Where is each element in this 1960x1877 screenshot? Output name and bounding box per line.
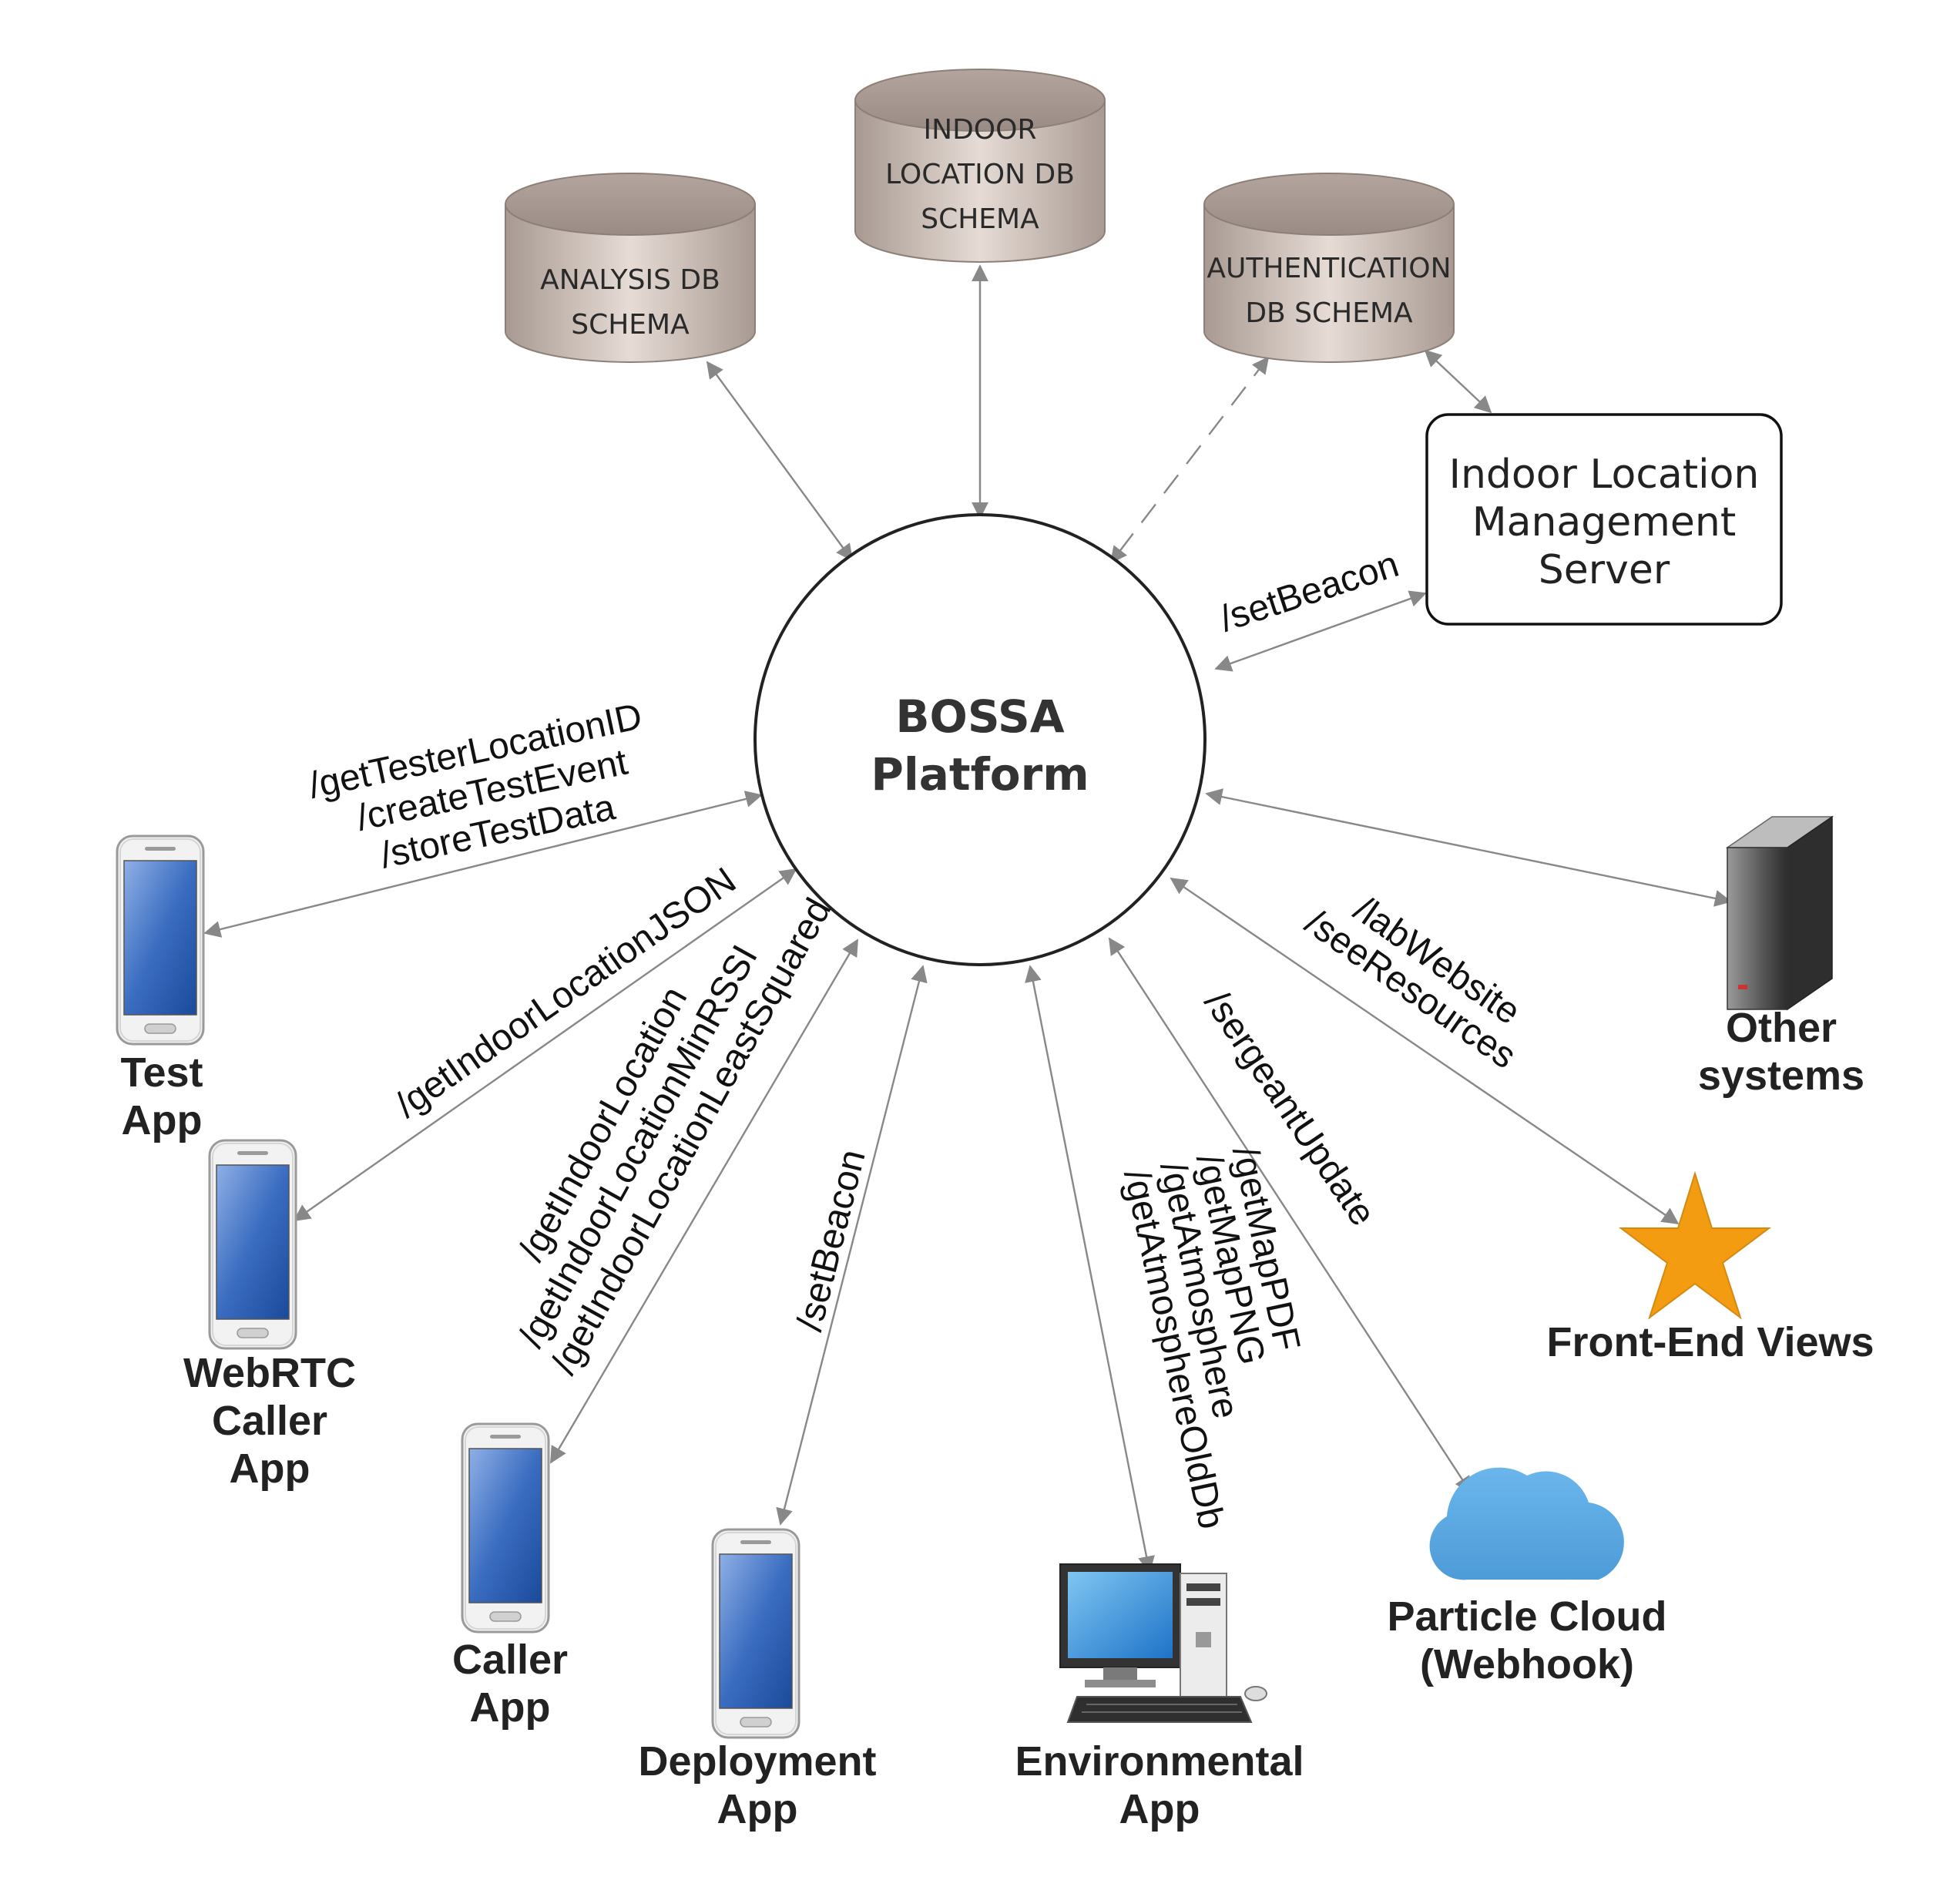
edge-label-deployment-app: /setBeacon xyxy=(789,1146,874,1335)
edge-analysis-db xyxy=(706,361,854,562)
db-label-line: LOCATION DB xyxy=(885,159,1075,190)
particle-cloud-icon xyxy=(1429,1467,1624,1580)
db-label-line: AUTHENTICATION xyxy=(1207,253,1451,284)
analysis-db: ANALYSIS DB SCHEMA xyxy=(505,173,756,363)
edge-authentication-db xyxy=(1109,356,1270,564)
node-label-webrtc-app: Caller xyxy=(212,1398,327,1444)
bossa-platform: BOSSA Platform xyxy=(753,513,1207,966)
node-label-front-end: Front-End Views xyxy=(1546,1319,1874,1365)
node-label-deployment-app: Deployment xyxy=(638,1738,876,1785)
edge-other-systems xyxy=(1205,788,1732,907)
node-label-test-app: Test xyxy=(120,1049,203,1096)
deployment-app-phone-icon xyxy=(711,1528,800,1739)
node-label-particle-cloud: Particle Cloud xyxy=(1387,1593,1666,1640)
platform-title-line: BOSSA xyxy=(895,690,1064,743)
db-label-line: SCHEMA xyxy=(921,203,1039,235)
test-app-phone-icon xyxy=(116,834,205,1046)
webrtc-app-phone-icon xyxy=(208,1139,297,1350)
indoor-location-db: INDOOR LOCATION DB SCHEMA xyxy=(854,69,1106,263)
server-label-line: Server xyxy=(1539,547,1670,593)
other-systems-server-icon xyxy=(1725,815,1834,1011)
edges xyxy=(203,264,1732,1573)
edge-front-end xyxy=(1170,877,1680,1225)
node-label-other-systems: Other xyxy=(1726,1005,1837,1051)
db-label-line: SCHEMA xyxy=(571,309,690,341)
desktop-computer-icon xyxy=(1059,1563,1267,1723)
server-label-line: Management xyxy=(1472,499,1737,546)
node-label-deployment-app: App xyxy=(717,1786,798,1832)
node-label-caller-app: Caller xyxy=(452,1637,568,1683)
edge-deployment-app xyxy=(776,965,928,1526)
platform-title-line: Platform xyxy=(871,748,1089,801)
caller-app-phone-icon xyxy=(461,1422,550,1634)
db-label-line: ANALYSIS DB xyxy=(540,264,720,296)
edge-server xyxy=(1214,590,1427,672)
edge-auth-to-server xyxy=(1424,349,1492,414)
front-end-views-star-icon xyxy=(1619,1170,1771,1320)
db-label-line: DB SCHEMA xyxy=(1245,297,1413,329)
node-label-environmental-app: Environmental xyxy=(1015,1738,1304,1785)
authentication-db: AUTHENTICATION DB SCHEMA xyxy=(1203,173,1455,363)
node-label-other-systems: systems xyxy=(1698,1053,1864,1099)
db-label-line: INDOOR xyxy=(924,114,1037,146)
node-label-caller-app: App xyxy=(470,1684,551,1731)
edge-label-server: /setBeacon xyxy=(1215,544,1404,640)
node-labels: Test App WebRTC Caller App Caller App De… xyxy=(120,1005,1874,1832)
node-label-webrtc-app: WebRTC xyxy=(183,1350,356,1396)
server-label-line: Indoor Location xyxy=(1449,452,1760,498)
edge-environmental-app xyxy=(1025,965,1155,1573)
node-label-particle-cloud: (Webhook) xyxy=(1420,1641,1634,1687)
indoor-location-management-server: Indoor Location Management Server xyxy=(1425,413,1783,626)
edge-webrtc-app xyxy=(293,868,797,1222)
node-label-environmental-app: App xyxy=(1119,1786,1200,1832)
node-label-webrtc-app: App xyxy=(230,1446,310,1492)
node-label-test-app: App xyxy=(122,1097,203,1143)
